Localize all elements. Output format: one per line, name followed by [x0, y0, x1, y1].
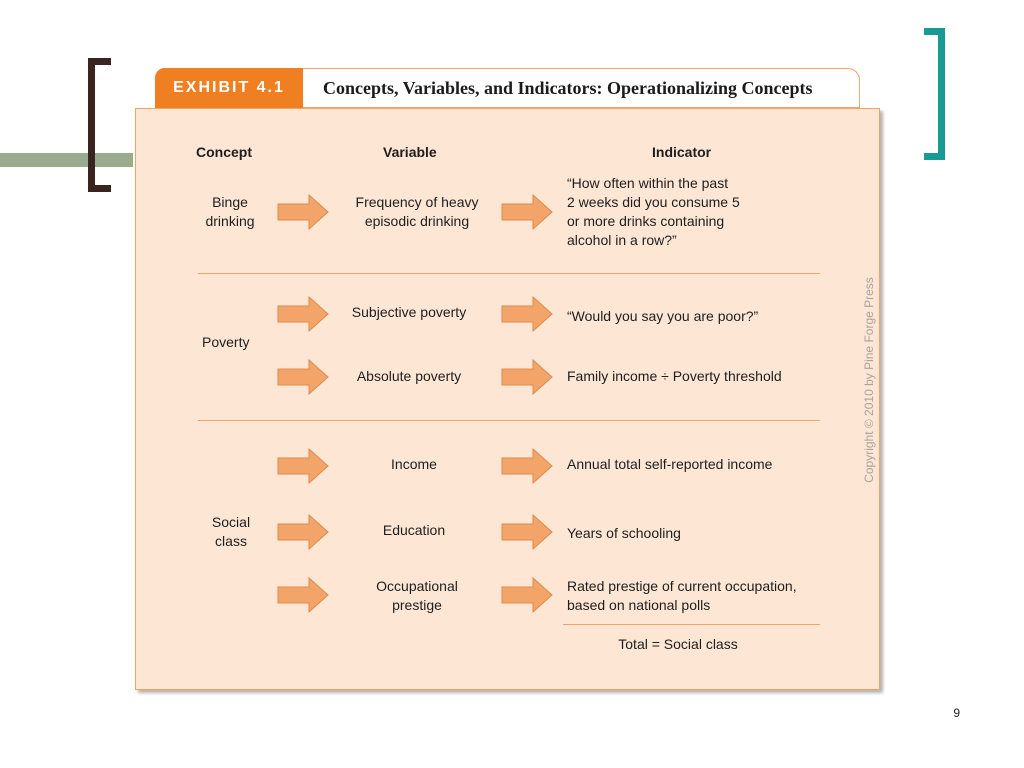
arrow-right-icon: [277, 514, 329, 550]
arrow-right-icon: [501, 448, 553, 484]
indicator-family-income: Family income ÷ Poverty threshold: [567, 368, 782, 384]
section-divider: [198, 420, 820, 421]
indicator-occupation-prestige: Rated prestige of current occupation, ba…: [567, 578, 797, 613]
arrow-right-icon: [501, 514, 553, 550]
variable-heavy-episodic-drinking: Frequency of heavy episodic drinking: [355, 194, 479, 229]
left-bracket-icon: [88, 58, 111, 192]
variable-occupational-prestige: Occupational prestige: [376, 578, 458, 613]
column-header-indicator: Indicator: [652, 144, 712, 160]
indicator-years-schooling: Years of schooling: [567, 525, 681, 541]
exhibit-label: EXHIBIT 4.1: [155, 68, 303, 108]
arrow-right-icon: [277, 296, 329, 332]
total-divider: [563, 624, 820, 625]
arrow-right-icon: [277, 194, 329, 230]
variable-education: Education: [382, 522, 446, 538]
arrow-right-icon: [501, 577, 553, 613]
right-bracket-icon: [924, 28, 945, 160]
concept-poverty: Poverty: [202, 334, 250, 350]
concept-social-class: Social class: [211, 514, 251, 549]
arrow-right-icon: [501, 296, 553, 332]
variable-absolute-poverty: Absolute poverty: [356, 368, 462, 384]
decorative-left-bar: [0, 153, 133, 167]
concept-binge-drinking: Binge drinking: [205, 194, 255, 229]
exhibit-title: Concepts, Variables, and Indicators: Ope…: [323, 78, 813, 98]
indicator-poor-question: “Would you say you are poor?”: [567, 308, 759, 324]
arrow-right-icon: [277, 577, 329, 613]
arrow-right-icon: [501, 359, 553, 395]
arrow-right-icon: [277, 359, 329, 395]
column-header-concept: Concept: [196, 144, 252, 160]
indicator-drinks-question: “How often within the past 2 weeks did y…: [567, 175, 740, 248]
indicator-annual-income: Annual total self-reported income: [567, 456, 773, 472]
total-social-class: Total = Social class: [618, 636, 738, 652]
arrow-right-icon: [277, 448, 329, 484]
slide-number: 9: [953, 706, 960, 720]
arrow-right-icon: [501, 194, 553, 230]
section-divider: [198, 273, 820, 274]
variable-subjective-poverty: Subjective poverty: [351, 304, 467, 320]
variable-income: Income: [391, 456, 437, 472]
column-header-variable: Variable: [383, 144, 437, 160]
copyright-text: Copyright © 2010 by Pine Forge Press: [862, 277, 876, 483]
